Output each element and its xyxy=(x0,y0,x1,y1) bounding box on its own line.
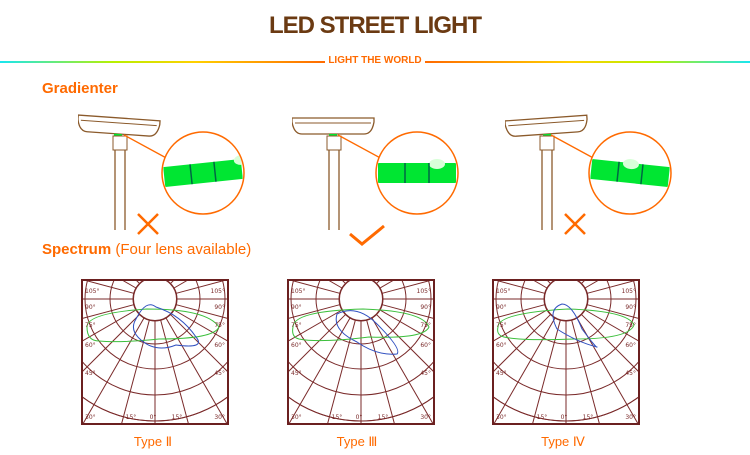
light-curve-green xyxy=(86,308,220,343)
angle-label: 60° xyxy=(625,342,636,349)
angle-label: 45° xyxy=(291,370,302,377)
angle-label: 60° xyxy=(85,342,96,349)
angle-label: 75° xyxy=(214,322,225,329)
divider-right xyxy=(425,61,750,63)
page-title: LED STREET LIGHT xyxy=(269,12,482,39)
angle-label: 30° xyxy=(85,414,96,421)
angle-label: 75° xyxy=(496,322,507,329)
angle-label: 75° xyxy=(291,322,302,329)
type-2-label: Type Ⅱ xyxy=(133,434,173,449)
polar-diagram-1: 105° 105° 90° 90° 75° 75° 60° 60° 45° 45° 30° 30° 15… xyxy=(81,279,229,425)
angle-label: 45° xyxy=(625,370,636,377)
angle-label: 105° xyxy=(496,288,510,295)
angle-label: 90° xyxy=(496,304,507,311)
polar-diagram-3: 105° 105° 90° 90° 75° 75° 60° 60° 45° 45° 30° 30° 15… xyxy=(492,279,640,425)
check-icon xyxy=(349,224,385,246)
angle-label: 15° xyxy=(583,414,594,421)
angle-label: 105° xyxy=(211,288,225,295)
angle-label: 90° xyxy=(85,304,96,311)
angle-label: 15° xyxy=(172,414,183,421)
street-lamp-icon xyxy=(78,114,161,138)
angle-label: 60° xyxy=(291,342,302,349)
angle-label: 90° xyxy=(291,304,302,311)
angle-label: 30° xyxy=(214,414,225,421)
spectrum-heading: Spectrum (Four lens available) xyxy=(42,241,251,258)
polar-diagram-2: 105° 105° 90° 90° 75° 75° 60° 60° 45° 45° 30° 30° 15… xyxy=(287,279,435,425)
level-magnifier xyxy=(588,131,672,215)
tagline-text: LIGHT THE WORLD xyxy=(326,55,424,66)
angle-label: 30° xyxy=(496,414,507,421)
angle-label: 75° xyxy=(85,322,96,329)
angle-label: 15° xyxy=(537,414,548,421)
type-3-label: Type Ⅲ xyxy=(336,434,378,449)
gradienter-item-2 xyxy=(292,117,459,246)
light-curve-blue xyxy=(132,304,199,349)
angle-label: 15° xyxy=(378,414,389,421)
angle-label: 75° xyxy=(625,322,636,329)
angle-label: 90° xyxy=(625,304,636,311)
angle-label: 45° xyxy=(85,370,96,377)
spectrum-subtitle: (Four lens available) xyxy=(115,241,252,258)
street-lamp-icon xyxy=(292,117,375,137)
angle-label: 60° xyxy=(420,342,431,349)
angle-label: 105° xyxy=(291,288,305,295)
angle-label: 90° xyxy=(420,304,431,311)
spectrum-title: Spectrum xyxy=(42,241,112,258)
angle-label: 45° xyxy=(496,370,507,377)
angle-label: 75° xyxy=(420,322,431,329)
angle-label: 45° xyxy=(420,370,431,377)
cross-icon xyxy=(564,213,586,235)
angle-label: 45° xyxy=(214,370,225,377)
street-lamp-icon xyxy=(505,114,588,138)
divider-left xyxy=(0,61,325,63)
angle-label: 105° xyxy=(417,288,431,295)
angle-label: 0° xyxy=(561,414,568,421)
light-curve-blue xyxy=(552,303,598,348)
angle-label: 0° xyxy=(150,414,157,421)
level-magnifier xyxy=(161,131,247,215)
angle-label: 0° xyxy=(356,414,363,421)
gradienter-item-1 xyxy=(78,114,247,235)
light-curve-green xyxy=(497,308,635,341)
light-curve-green xyxy=(292,308,430,342)
tagline: LIGHT THE WORLD xyxy=(0,55,750,66)
angle-label: 105° xyxy=(622,288,636,295)
type-4-label: Type Ⅳ xyxy=(541,434,585,449)
angle-label: 30° xyxy=(420,414,431,421)
angle-label: 30° xyxy=(625,414,636,421)
angle-label: 60° xyxy=(214,342,225,349)
angle-label: 15° xyxy=(332,414,343,421)
gradienter-heading: Gradienter xyxy=(42,80,118,97)
angle-label: 90° xyxy=(214,304,225,311)
angle-label: 30° xyxy=(291,414,302,421)
angle-label: 15° xyxy=(126,414,137,421)
angle-label: 60° xyxy=(496,342,507,349)
cross-icon xyxy=(137,213,159,235)
angle-label: 105° xyxy=(85,288,99,295)
light-curve-blue xyxy=(335,310,399,355)
gradienter-item-3 xyxy=(505,114,672,235)
level-magnifier xyxy=(375,131,459,215)
